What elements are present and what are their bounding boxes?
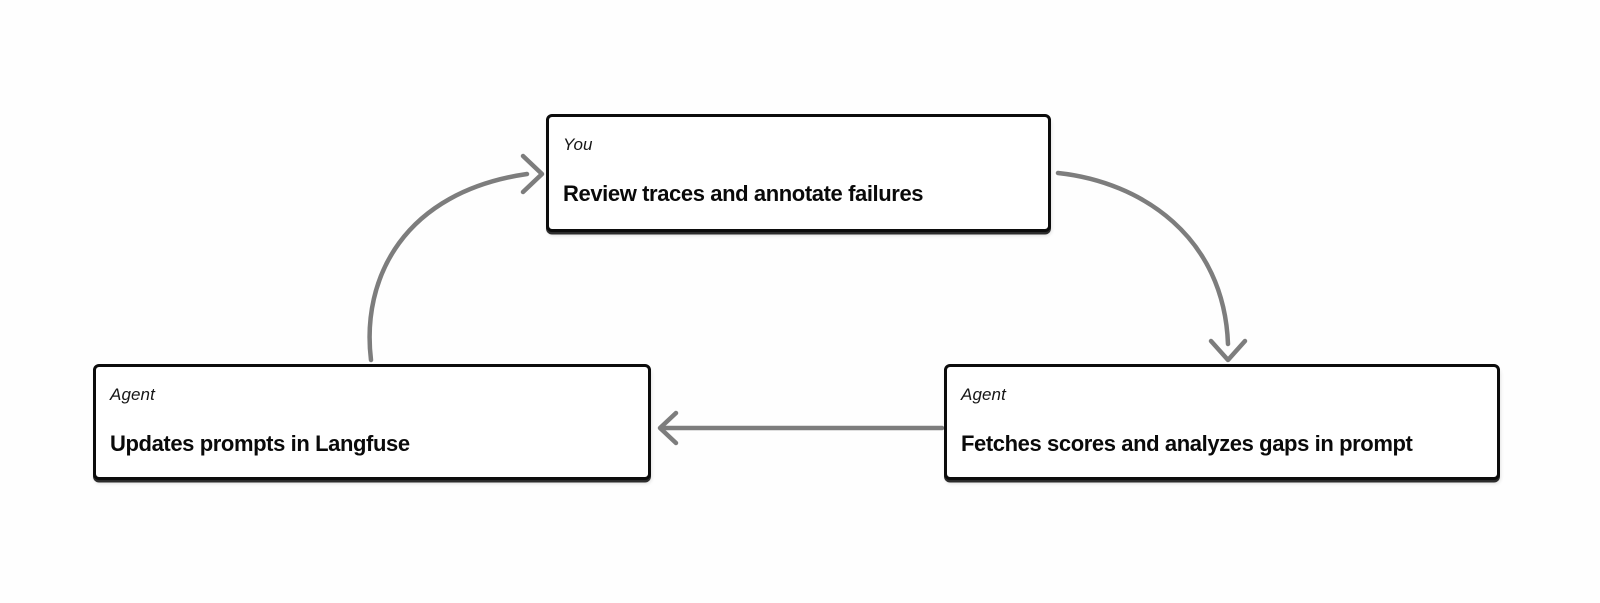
node-updates-prompts: Agent Updates prompts in Langfuse (93, 364, 651, 480)
node-title: Fetches scores and analyzes gaps in prom… (961, 431, 1413, 456)
arrow-left-head-icon (657, 410, 679, 446)
arrow-down-head-icon (1208, 338, 1248, 363)
arrow-review-to-fetches (1055, 170, 1248, 363)
node-title: Updates prompts in Langfuse (110, 431, 410, 456)
arrow-updates-to-review (367, 153, 545, 363)
arrow-fetches-to-updates (657, 410, 945, 446)
node-role-label: Agent (110, 385, 155, 404)
arrow-right-head-icon (520, 153, 545, 195)
arrow-review-to-fetches-line (1055, 170, 1231, 347)
node-review-traces: You Review traces and annotate failures (546, 114, 1051, 232)
node-fetches-scores: Agent Fetches scores and analyzes gaps i… (944, 364, 1500, 480)
arrow-updates-to-review-line (367, 171, 530, 363)
node-role-label: Agent (961, 385, 1006, 404)
node-title: Review traces and annotate failures (563, 181, 924, 206)
node-role-label: You (563, 135, 593, 154)
